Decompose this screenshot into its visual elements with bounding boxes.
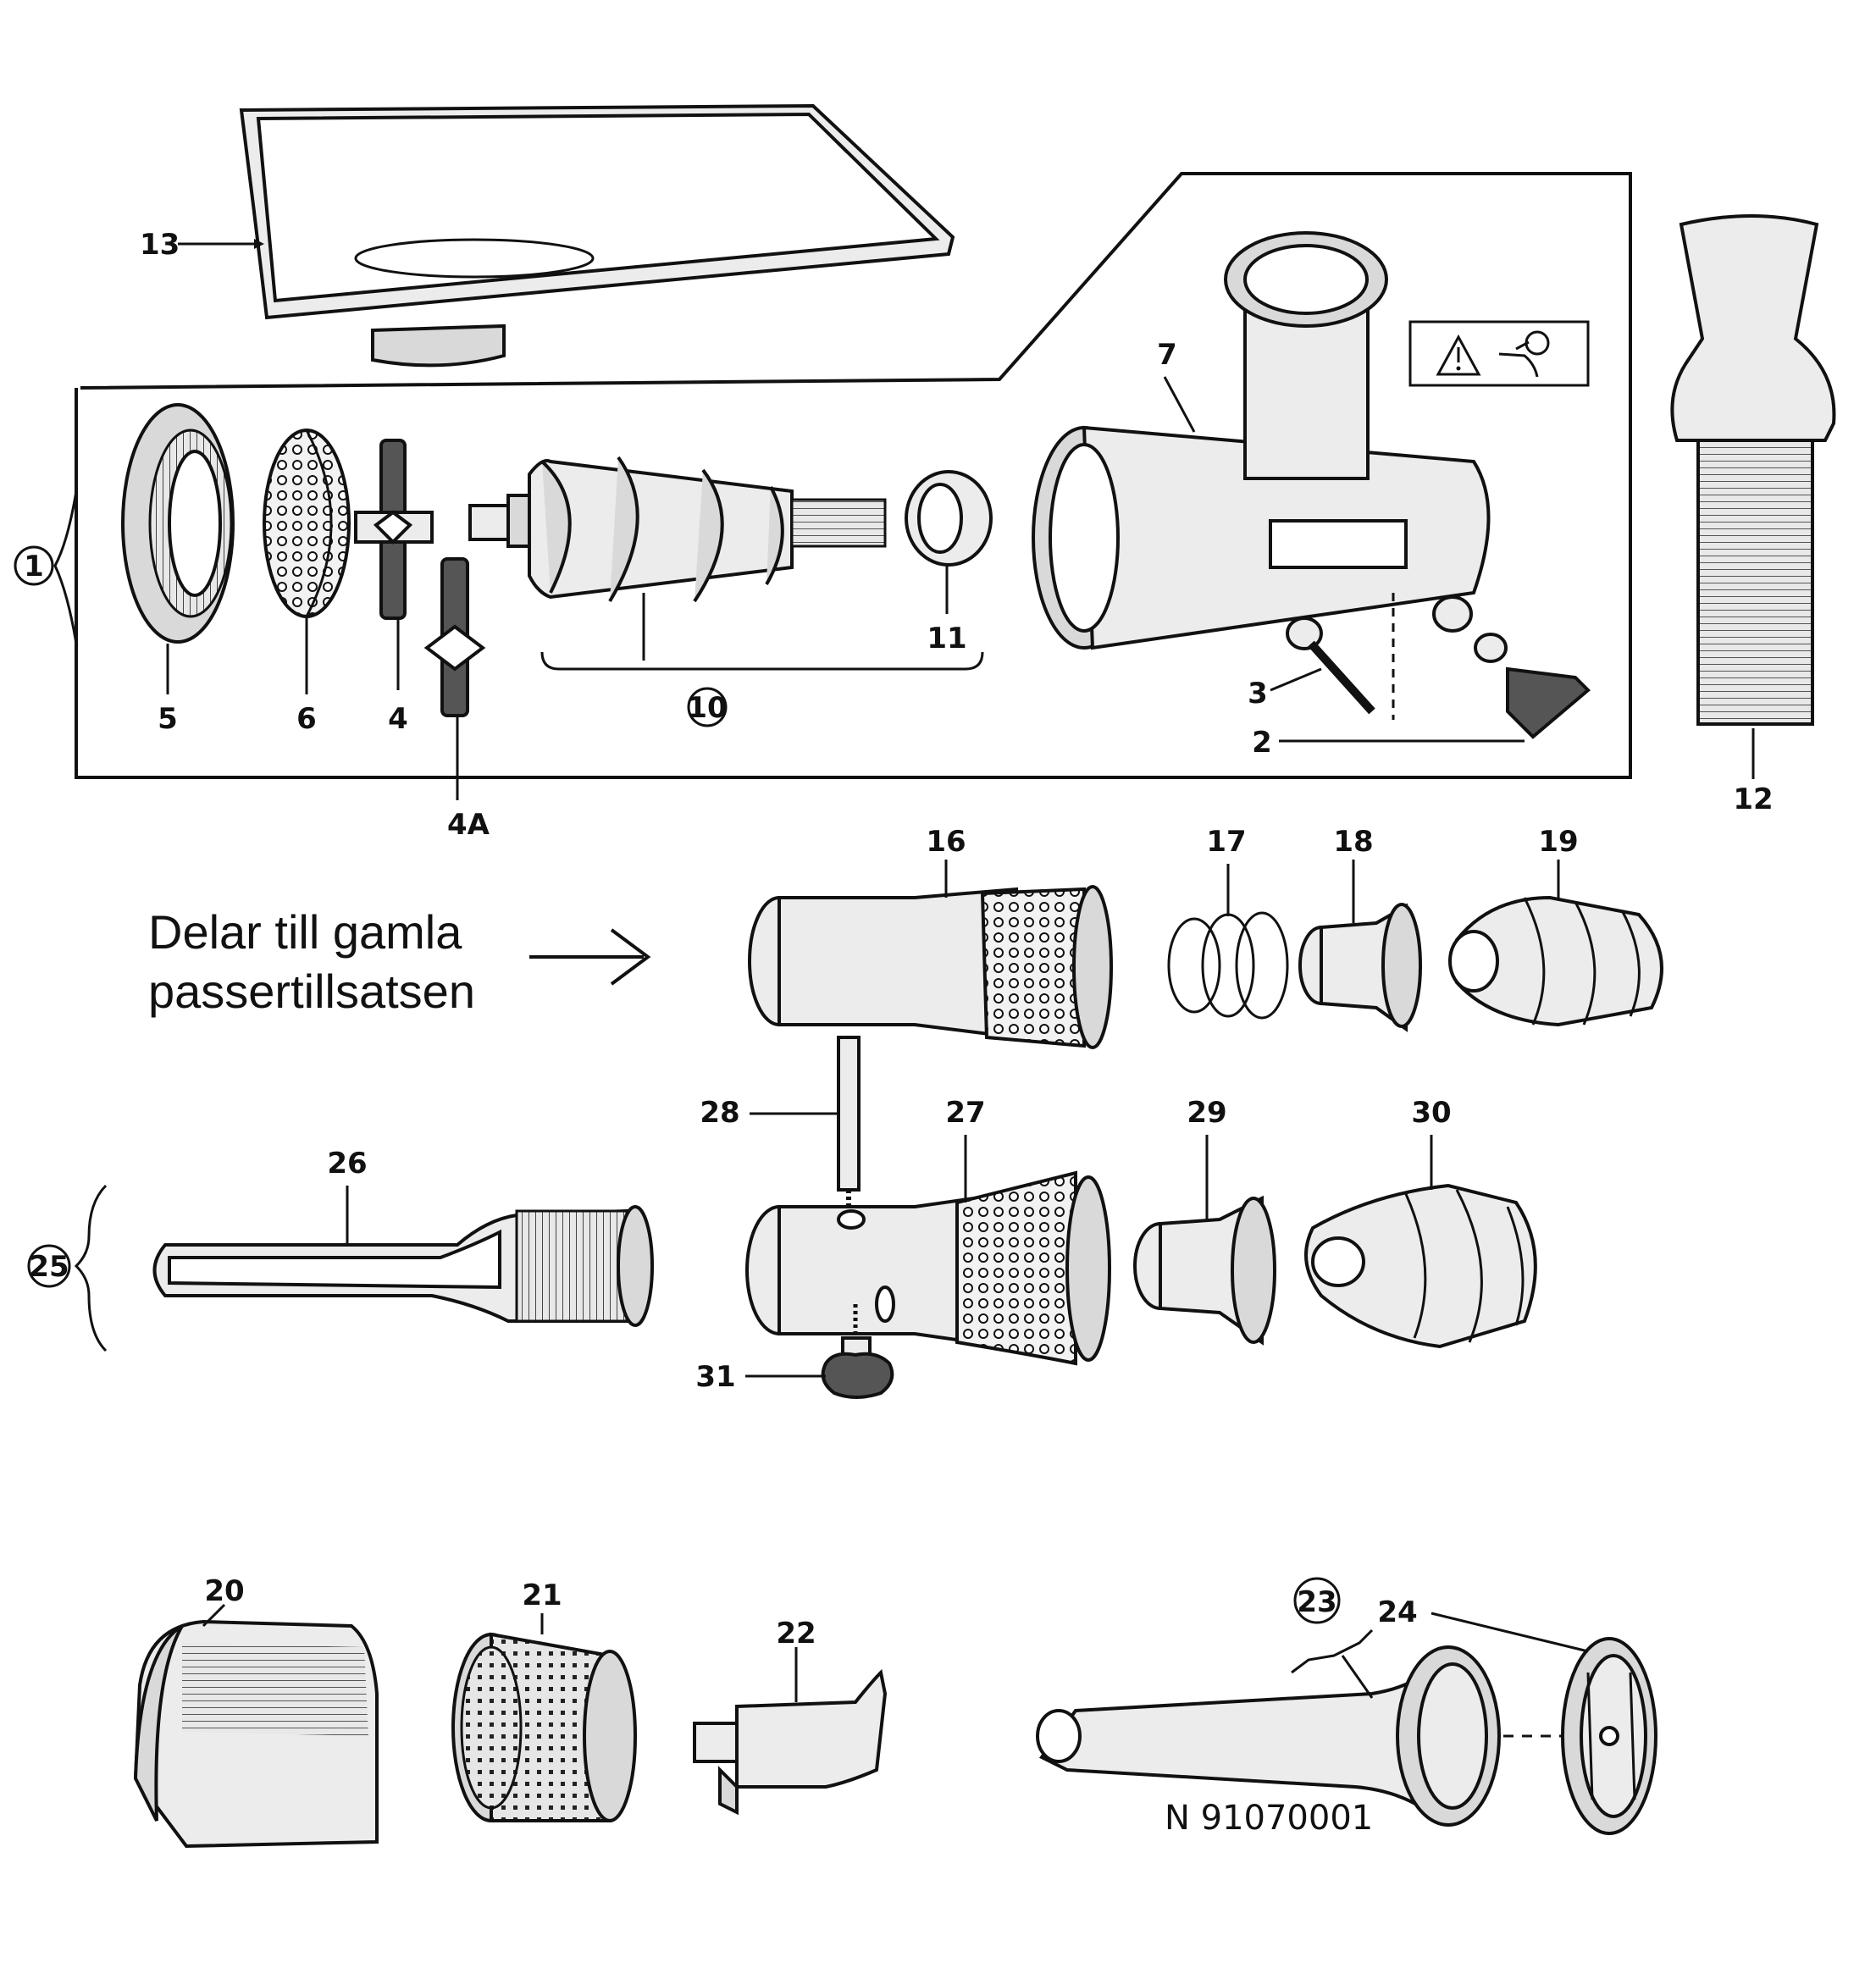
knob-31 (821, 1304, 894, 1399)
label-1: 1 (24, 550, 44, 583)
spring-17 (1167, 911, 1289, 1020)
label-25-circle (27, 1244, 71, 1288)
note-line-2: passertillsatsen (148, 965, 475, 1018)
label-6: 6 (296, 702, 317, 736)
label-3: 3 (1248, 677, 1268, 711)
strainer-16 (748, 885, 1113, 1049)
spiral-19 (1448, 895, 1663, 1027)
tray-13 (239, 103, 955, 368)
note-line-1: Delar till gamla (148, 905, 462, 959)
leader-3 (1270, 667, 1322, 692)
leader-24 (1431, 1612, 1589, 1653)
label-11: 11 (927, 622, 966, 655)
label-7: 7 (1157, 338, 1177, 372)
washer-11 (905, 470, 993, 567)
leader-13-arrow (254, 239, 264, 249)
label-4: 4 (388, 702, 408, 736)
shaft-pin-28 (837, 1036, 861, 1219)
knife-4 (354, 439, 434, 620)
spiral-30 (1304, 1183, 1537, 1349)
bracket-10 (540, 651, 984, 671)
grinder-housing-7 (1032, 231, 1491, 650)
pusher-12 (1670, 214, 1836, 726)
label-18: 18 (1333, 825, 1373, 859)
label-12: 12 (1733, 782, 1773, 816)
label-4a: 4A (447, 808, 490, 842)
cone-ring-18 (1298, 903, 1422, 1032)
label-29: 29 (1187, 1096, 1226, 1130)
drawing-number: N 91070001 (1165, 1799, 1373, 1838)
cone-ring-29 (1133, 1195, 1276, 1346)
label-1-circle (14, 545, 54, 586)
label-10: 10 (687, 691, 727, 725)
label-25: 25 (29, 1250, 69, 1284)
label-10-circle (687, 687, 728, 727)
bracket-23 (1291, 1628, 1374, 1674)
bracket-25 (74, 1184, 108, 1352)
strainer-27 (745, 1170, 1111, 1366)
label-21: 21 (522, 1579, 562, 1612)
label-13: 13 (140, 228, 180, 262)
label-16: 16 (926, 825, 966, 859)
label-23-circle (1293, 1577, 1341, 1624)
label-2: 2 (1252, 726, 1272, 760)
funnel-23 (1036, 1645, 1501, 1827)
holder-22 (693, 1668, 888, 1816)
label-5: 5 (158, 702, 178, 736)
assembly-1-outline (75, 172, 1632, 779)
label-23: 23 (1297, 1585, 1336, 1619)
leader-23 (1341, 1655, 1374, 1699)
knife-4a (423, 557, 486, 717)
label-17: 17 (1206, 825, 1246, 859)
cutting-disc-6 (263, 429, 351, 618)
leader-20 (202, 1603, 226, 1628)
leader-7 (1163, 376, 1196, 433)
label-27: 27 (945, 1096, 985, 1130)
worm-screw-10 (468, 456, 887, 603)
label-24: 24 (1377, 1595, 1417, 1629)
hand-hazard-icon (1498, 330, 1550, 378)
label-26: 26 (327, 1147, 367, 1181)
label-19: 19 (1538, 825, 1578, 859)
label-30: 30 (1411, 1096, 1451, 1130)
plate-24 (1561, 1637, 1657, 1835)
label-28: 28 (700, 1096, 739, 1130)
cover-20 (133, 1619, 379, 1849)
foot-cap-2 (1432, 595, 1591, 739)
screw-3 (1286, 617, 1375, 715)
ring-nut-5 (121, 403, 235, 644)
grater-drum-21 (451, 1632, 637, 1822)
label-20: 20 (204, 1574, 244, 1608)
label-31: 31 (695, 1360, 735, 1394)
note-arrow-head (610, 928, 651, 986)
sausage-tube-26 (152, 1205, 654, 1327)
warning-sticker (1408, 320, 1590, 387)
bracket-1 (53, 490, 78, 644)
label-22: 22 (776, 1617, 816, 1651)
